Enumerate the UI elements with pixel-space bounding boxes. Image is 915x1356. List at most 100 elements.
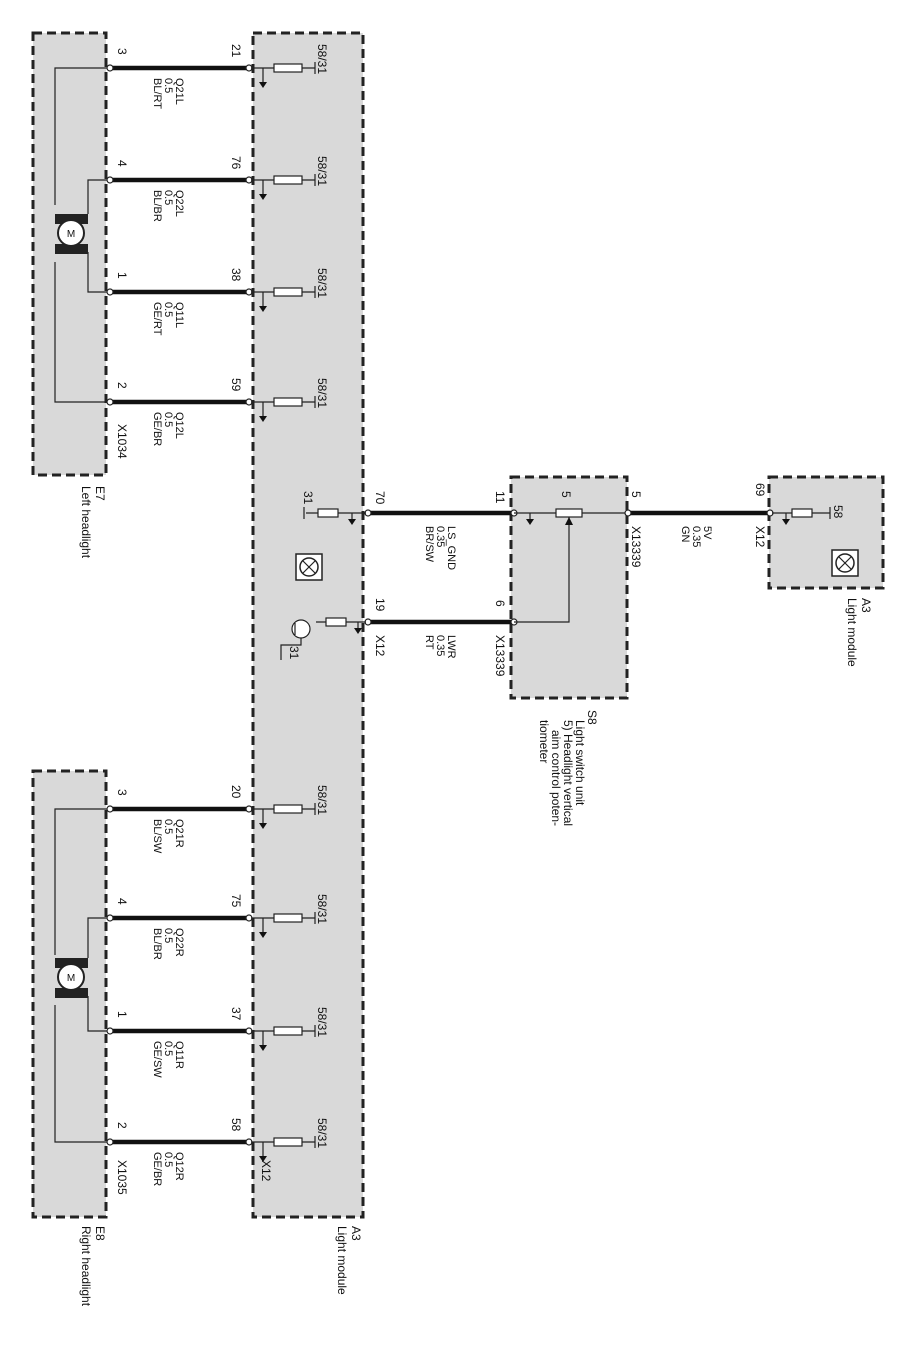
light-switch-line4: tiometer: [537, 720, 551, 763]
wire-code: Q22L: [173, 190, 185, 217]
lwr-term: 31: [287, 646, 301, 660]
ground-icon: [259, 932, 267, 938]
wire-color: GE/BR: [151, 1152, 163, 1186]
resistor-icon: [273, 287, 303, 297]
ls-gnd-pin-sw: 11: [493, 491, 507, 504]
wire-size: 0.5: [162, 1041, 174, 1056]
lwr-pin-lm: 19: [373, 598, 387, 612]
small-module-name: Light module: [845, 598, 859, 667]
connector-pin-icon: [106, 914, 114, 922]
headlight-pin: 2: [115, 382, 129, 389]
ls-gnd-color: BR/SW: [423, 526, 435, 563]
wire-color: GE/SW: [151, 1041, 163, 1078]
terminal-label: 58/31: [315, 785, 329, 815]
wire-color: BL/BR: [151, 190, 163, 222]
supply-pin-sw: 5: [629, 491, 643, 498]
connector-pin-icon: [106, 1138, 114, 1146]
terminal-label: 58/31: [315, 44, 329, 74]
terminal-label: 58/31: [315, 156, 329, 186]
ground-icon: [259, 306, 267, 312]
wire-size: 0.5: [162, 78, 174, 93]
resistor-icon: [273, 1137, 303, 1147]
light-switch-line2: 5) Headlight vertical: [561, 720, 575, 826]
lwr-circuit: 31 19 6 X12 X13339 LWR 0.35 RT: [280, 598, 518, 677]
wire-code: Q12L: [173, 412, 185, 439]
supply-5v-circuit: 5 69 X13339 X12 5V 0.35 GN 58: [624, 483, 845, 568]
ls-gnd-pin-lm: 70: [373, 491, 387, 505]
resistor-icon: [273, 397, 303, 407]
terminal-label: 58/31: [315, 1007, 329, 1037]
ground-icon: [259, 416, 267, 422]
module-pin: 37: [229, 1007, 243, 1021]
left-headlight-connector: X1034: [115, 424, 129, 459]
lwr-pin-sw: 6: [493, 600, 507, 607]
ground-icon: [259, 1156, 267, 1162]
resistor-icon: [273, 804, 303, 814]
connector-pin-icon: [106, 64, 114, 72]
wire-code: Q21R: [173, 819, 185, 848]
right-headlight-connector: X1035: [115, 1160, 129, 1195]
headlight-pin: 3: [115, 789, 129, 796]
headlight-pin: 1: [115, 1011, 129, 1018]
wire-size: 0.5: [162, 412, 174, 427]
module-pin: 76: [229, 156, 243, 170]
motor-label: M: [67, 229, 75, 240]
module-pin: 21: [229, 44, 243, 58]
light-switch-id: S8: [585, 710, 599, 725]
left-headlight-motor: M: [54, 67, 108, 403]
left-headlight-id: E7: [93, 486, 107, 501]
potentiometer-icon: [555, 508, 583, 518]
light-module-small-box: [767, 475, 885, 590]
wire-size: 0.5: [162, 928, 174, 943]
connector-pin-icon: [106, 176, 114, 184]
light-module-connector: X12: [259, 1160, 273, 1182]
right-headlight-name: Right headlight: [79, 1226, 93, 1307]
module-lamp-icon: [295, 553, 323, 581]
light-module-id: A3: [349, 1226, 363, 1241]
pot-pin: 5: [559, 491, 573, 498]
lwr-connector-sw: X13339: [493, 635, 507, 677]
resistor-icon: [273, 913, 303, 923]
potentiometer: 5: [514, 491, 628, 623]
supply-connector-sw: X13339: [629, 526, 643, 568]
headlight-pin: 2: [115, 1122, 129, 1129]
wire-size: 0.5: [162, 190, 174, 205]
supply-connector-lm: X12: [753, 526, 767, 548]
terminal-label: 58/31: [315, 894, 329, 924]
wire-code: Q11L: [173, 302, 185, 328]
ls-gnd-term: 31: [301, 491, 315, 505]
resistor-icon: [273, 1026, 303, 1036]
ls-gnd-size: 0.35: [434, 526, 446, 547]
headlight-pin: 4: [115, 160, 129, 167]
left-headlight-name: Left headlight: [79, 486, 93, 559]
resistor-icon: [273, 175, 303, 185]
lwr-size: 0.35: [434, 635, 446, 656]
small-module-terminal: 58: [831, 505, 845, 519]
supply-pin-lm: 69: [753, 483, 767, 497]
connector-pin-icon: [106, 398, 114, 406]
supply-size: 0.35: [690, 526, 702, 547]
supply-name: 5V: [701, 526, 713, 540]
terminal-label: 58/31: [315, 268, 329, 298]
motor-icon: [57, 219, 85, 247]
wire-code: Q12R: [173, 1152, 185, 1181]
headlight-pin: 1: [115, 272, 129, 279]
wire-code: Q22R: [173, 928, 185, 957]
module-pin: 59: [229, 378, 243, 392]
terminal-label: 58/31: [315, 378, 329, 408]
lwr-connector-lm: X12: [373, 635, 387, 657]
ground-icon: [259, 823, 267, 829]
lwr-color: RT: [423, 635, 435, 650]
wire-size: 0.5: [162, 302, 174, 317]
light-module-name: Light module: [335, 1226, 349, 1295]
